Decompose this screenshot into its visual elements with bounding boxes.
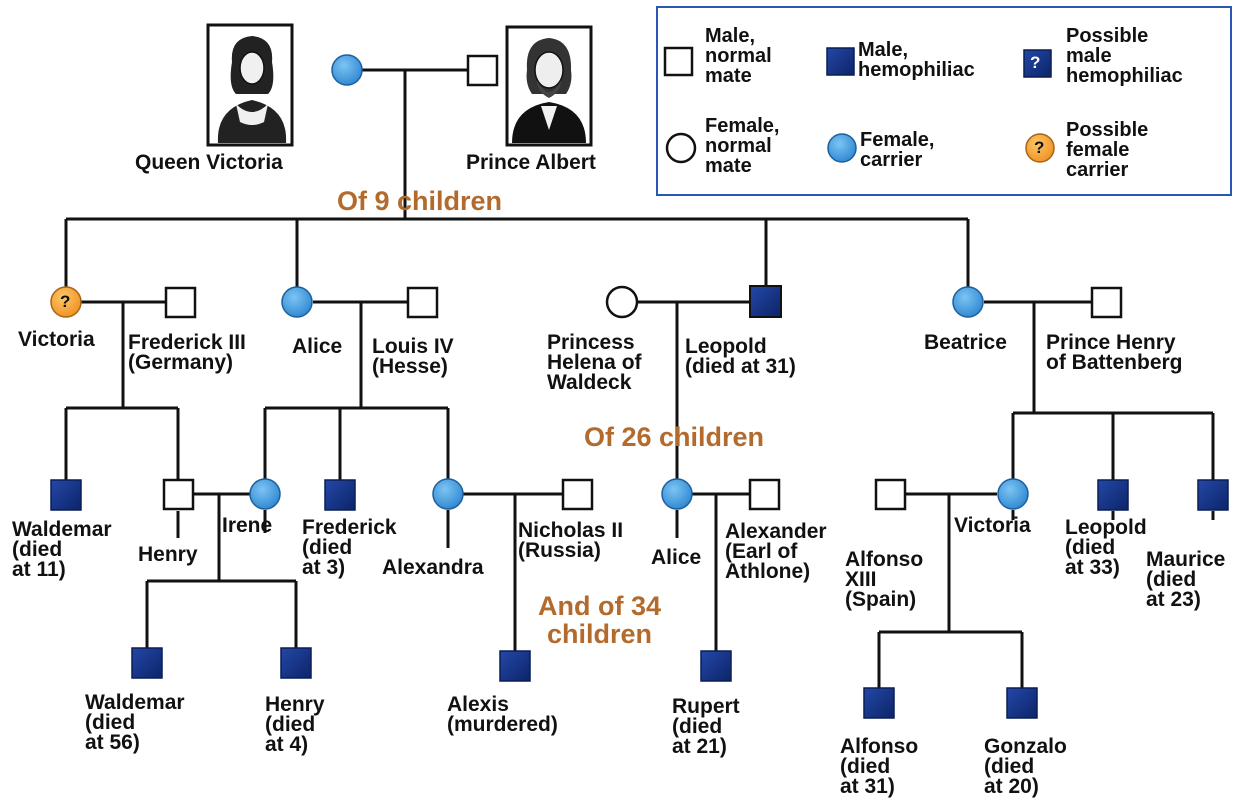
prince-albert-symbol	[466, 54, 499, 87]
question-mark-victoria-icon: ?	[60, 292, 71, 311]
gonzalo-symbol	[1006, 687, 1038, 719]
name-queen-victoria: Queen Victoria	[135, 151, 283, 174]
name-alice-g1: Alice	[292, 335, 343, 358]
name-princess-helena: Princess Helena of Waldeck	[547, 331, 642, 394]
legend-box	[656, 6, 1232, 196]
name-alexandra: Alexandra	[382, 556, 484, 579]
legend-female-carrier-icon	[827, 133, 857, 163]
alfonso-g3-symbol	[863, 687, 895, 719]
legend-female-normal-label: Female, normal mate	[705, 115, 780, 177]
name-gonzalo: Gonzalo (died at 20)	[984, 735, 1067, 798]
alexander-symbol	[748, 478, 781, 511]
portrait-man-icon	[505, 25, 593, 147]
name-beatrice: Beatrice	[924, 331, 1007, 354]
waldemar-g3-symbol	[131, 647, 163, 679]
leopold-g2-symbol	[1097, 479, 1129, 511]
legend-possible-female-label: Possible female carrier	[1066, 119, 1149, 181]
queen-victoria-symbol	[331, 54, 363, 86]
portrait-woman-icon	[206, 23, 294, 147]
legend-female-normal-icon	[665, 132, 697, 164]
irene-symbol	[249, 478, 281, 510]
generation-1-label: Of 9 children	[337, 186, 503, 216]
name-prince-henry: Prince Henry of Battenberg	[1046, 331, 1183, 374]
alexandra-symbol	[432, 478, 464, 510]
legend-possible-male-label: Possible male hemophiliac	[1066, 25, 1183, 87]
legend-male-hemophiliac-label: Male, hemophiliac	[858, 39, 975, 81]
name-waldemar-g2: Waldemar (died at 11)	[12, 518, 112, 581]
alfonso-xiii-symbol	[874, 478, 907, 511]
name-nicholas-ii: Nicholas II (Russia)	[518, 519, 624, 562]
beatrice-symbol	[952, 286, 984, 318]
waldemar-g2-symbol	[50, 479, 82, 511]
name-irene: Irene	[222, 514, 273, 537]
name-maurice: Maurice (died at 23)	[1146, 548, 1226, 611]
princess-helena-symbol	[605, 285, 639, 319]
name-alice-g2: Alice	[651, 546, 702, 569]
legend-male-normal-icon	[663, 46, 694, 77]
name-henry-g3: Henry (died at 4)	[265, 693, 325, 756]
name-victoria-g2: Victoria	[954, 514, 1031, 537]
frederick-g2-symbol	[324, 479, 356, 511]
name-leopold-g2: Leopold (died at 33)	[1065, 516, 1147, 579]
name-waldemar-g3: Waldemar (died at 56)	[85, 691, 185, 754]
name-alfonso-xiii: Alfonso XIII (Spain)	[845, 548, 924, 611]
louis-iv-symbol	[406, 286, 439, 319]
name-alexander: Alexander (Earl of Athlone)	[725, 520, 827, 583]
victoria-g1-symbol	[50, 286, 82, 318]
leopold-g1-symbol	[749, 285, 782, 318]
legend-female-carrier-label: Female, carrier	[860, 129, 935, 171]
legend-male-normal-label: Male, normal mate	[705, 25, 772, 87]
alice-g2-symbol	[661, 478, 693, 510]
legend-possible-male-icon	[1023, 49, 1052, 78]
generation-2-label: Of 26 children	[584, 422, 765, 452]
name-henry-g2: Henry	[138, 543, 198, 566]
henry-g3-symbol	[280, 647, 312, 679]
alexis-symbol	[499, 650, 531, 682]
nicholas-ii-symbol	[561, 478, 594, 511]
legend-possible-female-icon	[1025, 133, 1055, 163]
connector-lines	[64, 68, 1215, 688]
name-frederick-g2: Frederick (died at 3)	[302, 516, 397, 579]
question-mark-female-icon: ?	[1034, 138, 1045, 157]
name-prince-albert: Prince Albert	[466, 151, 596, 174]
name-victoria-g1: Victoria	[18, 328, 95, 351]
question-mark-male-icon: ?	[1030, 53, 1041, 72]
name-leopold-g1: Leopold (died at 31)	[685, 335, 796, 378]
legend-male-hemophiliac-icon	[826, 47, 855, 76]
victoria-g2-symbol	[997, 478, 1029, 510]
maurice-symbol	[1197, 479, 1229, 511]
frederick-iii-symbol	[164, 286, 197, 319]
name-frederick-iii: Frederick III (Germany)	[128, 331, 246, 374]
rupert-symbol	[700, 650, 732, 682]
alice-g1-symbol	[281, 286, 313, 318]
legend-icons	[663, 46, 1055, 164]
name-alfonso-g3: Alfonso (died at 31)	[840, 735, 919, 798]
prince-henry-symbol	[1090, 286, 1123, 319]
generation-3-label: And of 34 children	[538, 591, 662, 649]
name-rupert: Rupert (died at 21)	[672, 695, 740, 758]
henry-g2-symbol	[162, 478, 195, 511]
name-alexis: Alexis (murdered)	[447, 693, 558, 736]
name-louis-iv: Louis IV (Hesse)	[372, 335, 454, 378]
